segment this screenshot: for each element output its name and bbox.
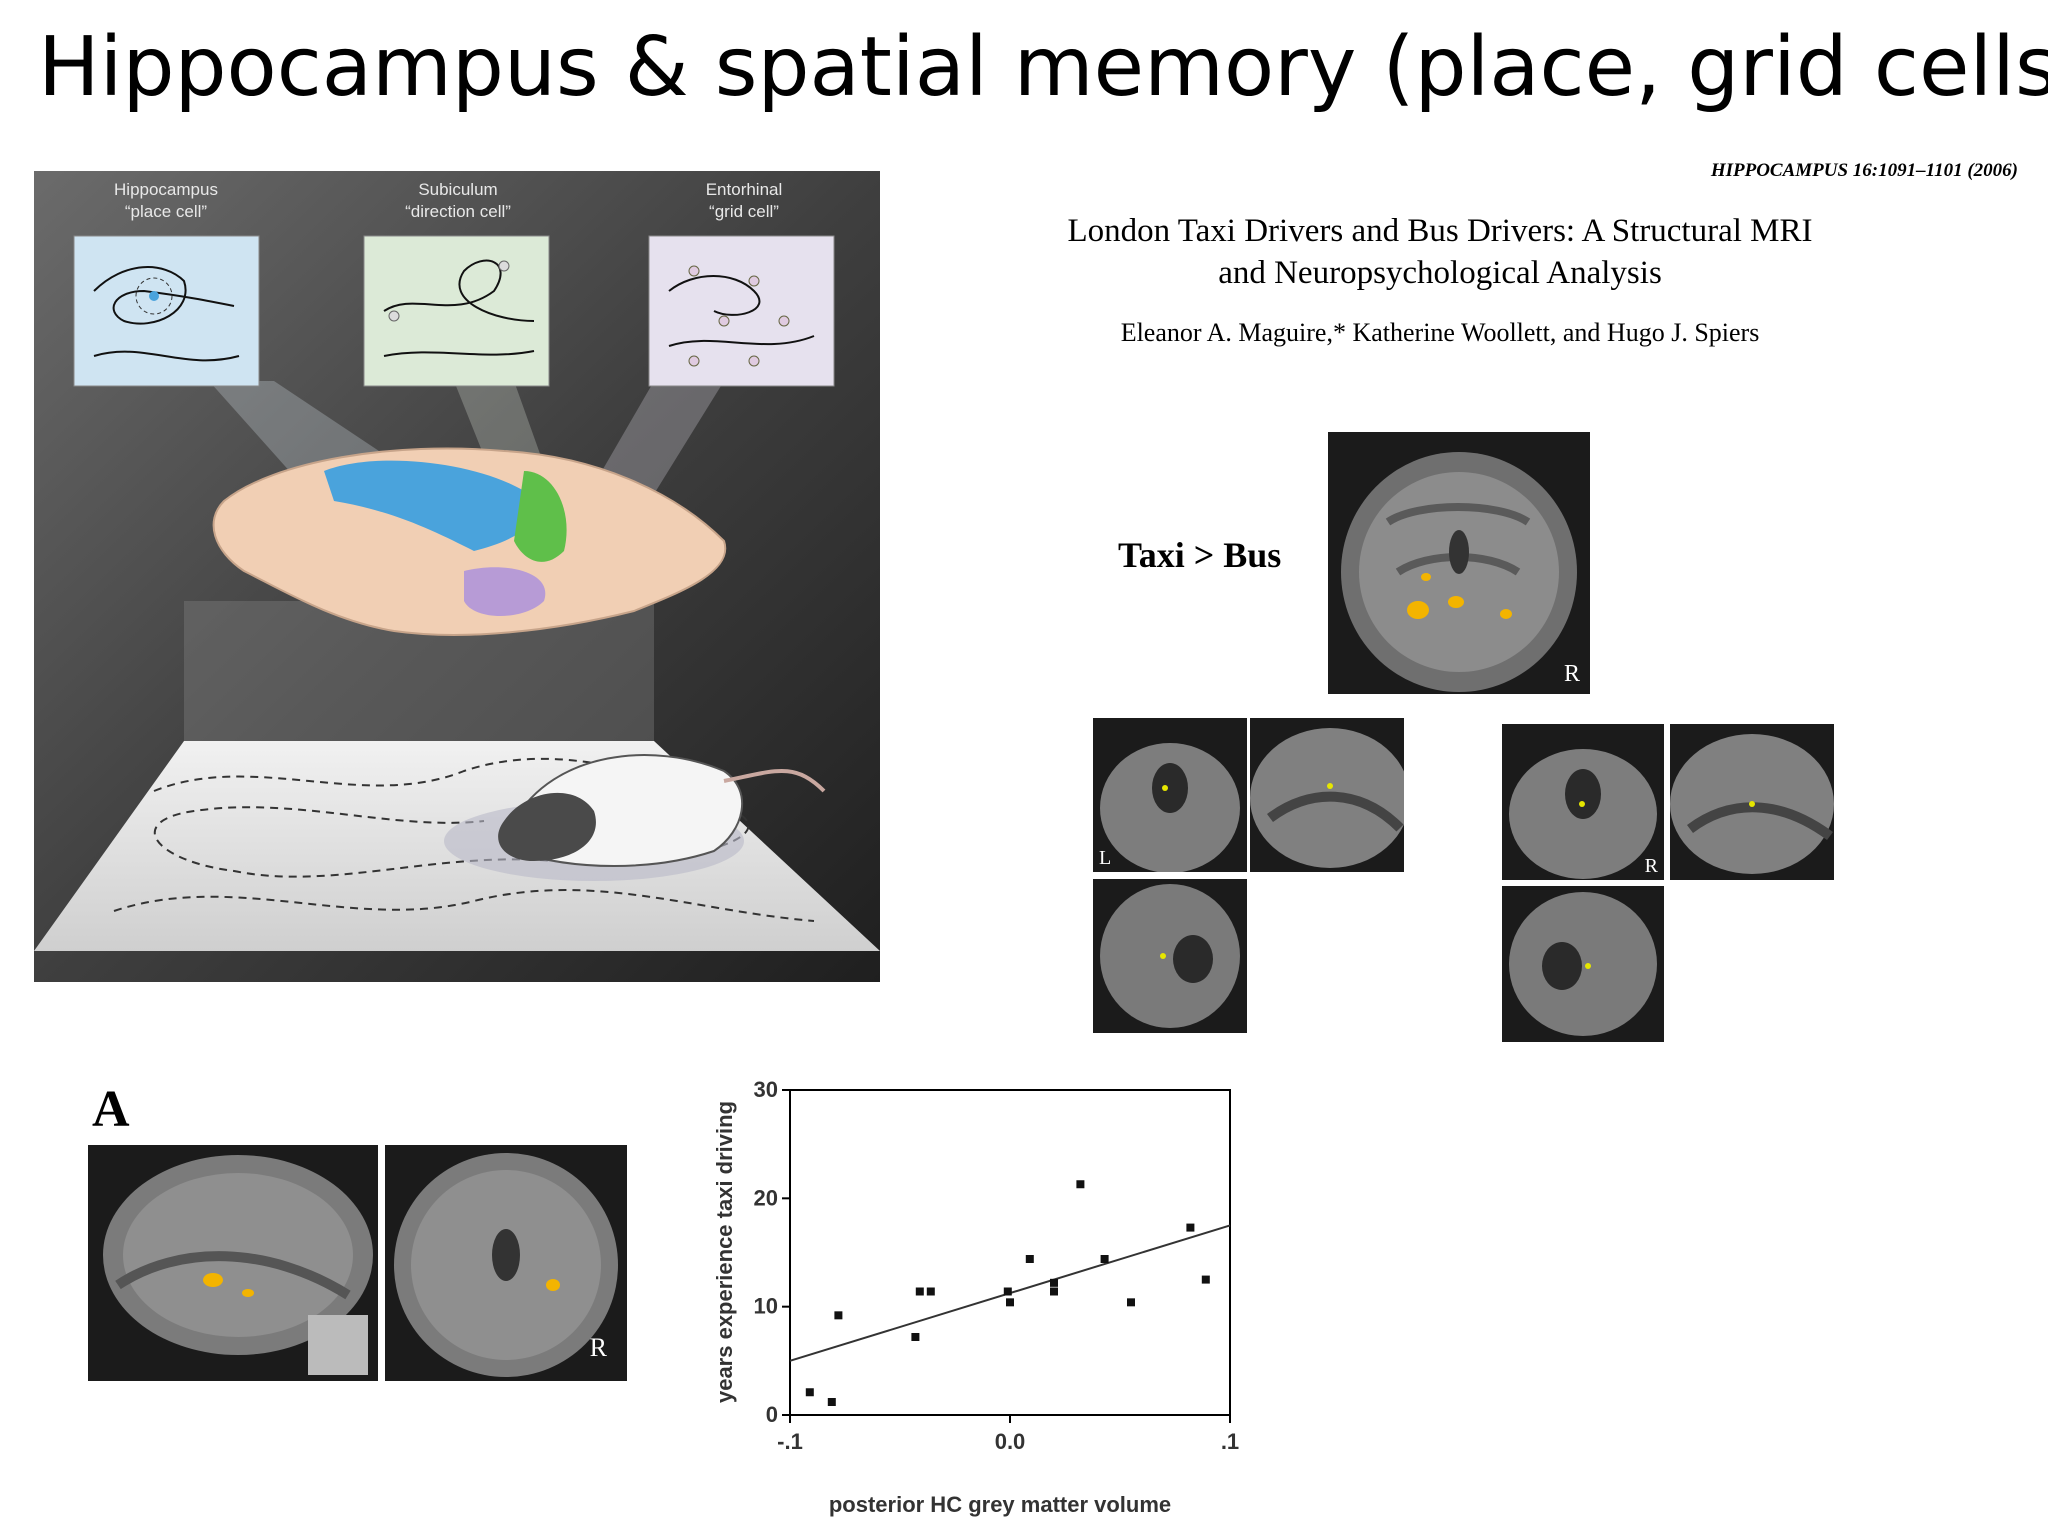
y-axis-ticks: 0 10 20 30 <box>754 1077 790 1427</box>
orientation-label-r-main: R <box>1563 661 1580 687</box>
data-point <box>1076 1180 1085 1189</box>
mri-figure-a-coronal: R <box>385 1145 627 1381</box>
y-tick-label: 20 <box>754 1185 778 1210</box>
rat-brain-illustration: Hippocampus “place cell” Subiculum “dire… <box>34 171 880 982</box>
y-axis-label: years experience taxi driving <box>712 1101 737 1403</box>
place-cell-inset <box>73 235 260 387</box>
illustration-label-entorhinal-2: “grid cell” <box>709 202 779 221</box>
paper-title: London Taxi Drivers and Bus Drivers: A S… <box>940 210 1940 294</box>
hippocampus-region <box>324 460 535 551</box>
data-point <box>1186 1223 1195 1232</box>
plot-frame <box>789 1089 1231 1416</box>
x-axis-ticks: -.1 0.0 .1 <box>777 1415 1239 1454</box>
x-tick-label: .1 <box>1221 1429 1239 1454</box>
x-tick-label: 0.0 <box>995 1429 1026 1454</box>
data-point <box>1100 1255 1109 1263</box>
mri-small-left-sagittal <box>1250 718 1404 872</box>
mri-small-right-coronal: R <box>1502 724 1664 880</box>
data-point <box>911 1333 920 1341</box>
mri-figure-a-sagittal-image <box>103 1155 373 1375</box>
data-point <box>1127 1298 1135 1307</box>
direction-cell-inset <box>363 235 550 387</box>
mri-small-right-axial-image <box>1509 892 1657 1036</box>
x-tick-label: -.1 <box>777 1429 803 1454</box>
contrast-label: Taxi > Bus <box>1118 535 1282 575</box>
journal-citation: HIPPOCAMPUS 16:1091–1101 (2006) <box>1710 160 2018 181</box>
illustration-label-hippocampus-1: Hippocampus <box>114 180 218 199</box>
mri-small-left-coronal: L <box>1093 718 1247 872</box>
orientation-label-l: L <box>1099 847 1112 869</box>
data-point <box>827 1398 836 1406</box>
data-points <box>805 1180 1210 1406</box>
mri-small-right-sagittal <box>1670 724 1834 880</box>
mri-small-left-axial-image <box>1100 884 1240 1028</box>
slide-title: Hippocampus & spatial memory (place, gri… <box>38 20 2048 115</box>
orientation-label-r-figure-a: R <box>589 1333 607 1362</box>
mri-small-left-sagittal-image <box>1250 728 1404 868</box>
rat-figure <box>444 754 826 881</box>
mri-figure-a-coronal-image <box>394 1153 618 1377</box>
entorhinal-region <box>464 567 546 616</box>
scatter-chart: 0 10 20 30 -.1 0.0 .1 posterior HC grey matte… <box>712 1077 1239 1517</box>
mri-small-left-axial <box>1093 879 1247 1033</box>
y-tick-label: 0 <box>766 1402 778 1427</box>
paper-title-line-1: London Taxi Drivers and Bus Drivers: A S… <box>1067 213 1813 249</box>
data-point <box>1006 1298 1014 1307</box>
y-tick-label: 10 <box>754 1294 778 1319</box>
illustration-label-subiculum-2: “direction cell” <box>405 202 511 221</box>
mri-small-right-coronal-image <box>1509 749 1657 879</box>
data-point <box>1003 1287 1012 1296</box>
data-point <box>1050 1278 1058 1287</box>
orientation-label-r-small: R <box>1644 855 1658 877</box>
subiculum-region <box>514 471 567 562</box>
panel-letter-a: A <box>92 1081 130 1138</box>
grid-cell-inset <box>648 235 835 387</box>
illustration-label-subiculum-1: Subiculum <box>418 180 497 199</box>
data-point <box>834 1311 843 1320</box>
paper-title-line-2: and Neuropsychological Analysis <box>1218 255 1662 291</box>
data-point <box>1050 1287 1058 1296</box>
mri-small-right-axial <box>1502 886 1664 1042</box>
mri-coronal-main-image <box>1341 452 1577 692</box>
illustration-label-entorhinal-1: Entorhinal <box>706 180 783 199</box>
mri-small-left-coronal-image <box>1100 743 1240 872</box>
data-point <box>926 1287 935 1296</box>
mri-coronal-main: R <box>1328 432 1590 694</box>
data-point <box>1025 1255 1034 1263</box>
paper-authors: Eleanor A. Maguire,* Katherine Woollett,… <box>1120 318 1760 347</box>
mri-small-right-sagittal-image <box>1670 734 1834 874</box>
data-point <box>915 1287 924 1296</box>
y-tick-label: 30 <box>754 1077 778 1102</box>
illustration-label-hippocampus-2: “place cell” <box>125 202 208 221</box>
data-point <box>805 1388 814 1397</box>
x-axis-label: posterior HC grey matter volume <box>829 1492 1171 1517</box>
data-point <box>1201 1275 1210 1284</box>
mri-figure-a-sagittal <box>88 1145 378 1381</box>
